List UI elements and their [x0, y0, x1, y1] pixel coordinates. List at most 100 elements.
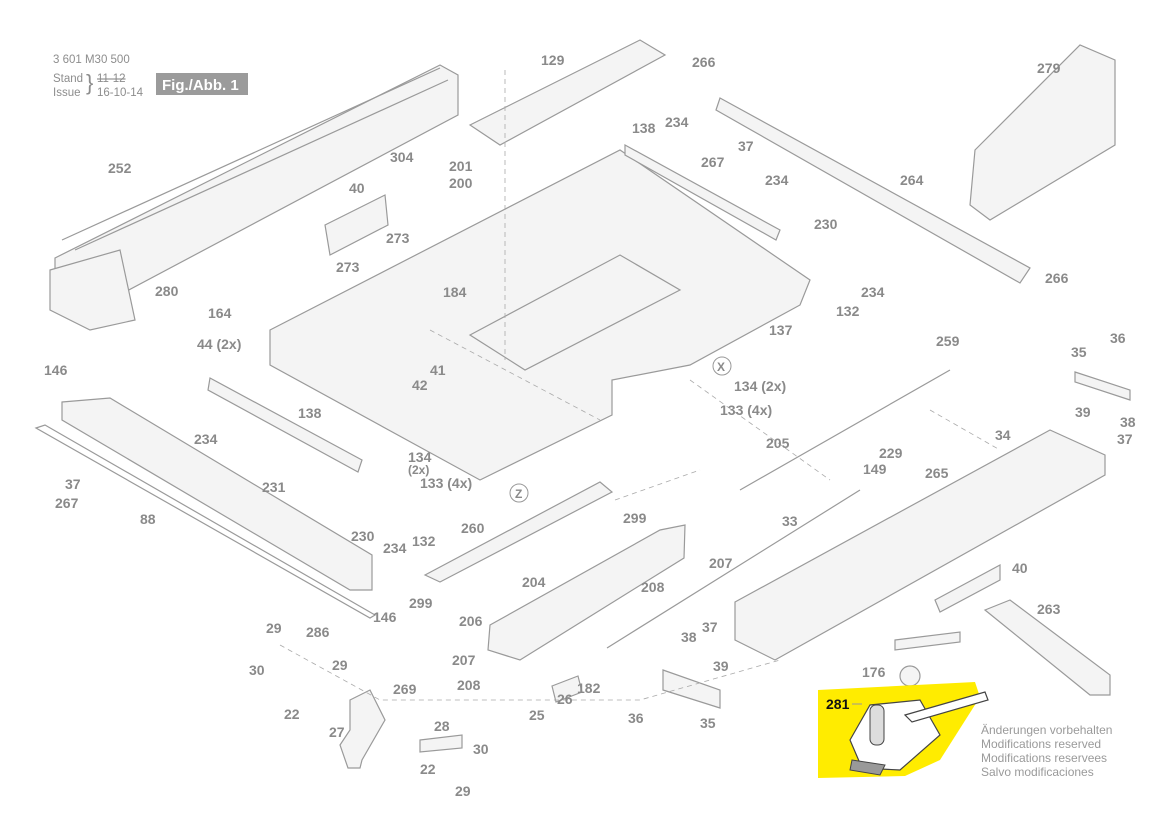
callout: 201 [449, 158, 473, 174]
callout: 286 [306, 624, 330, 640]
note-es: Salvo modificaciones [981, 765, 1094, 779]
callout-labels: 129 266 279 252 138 234 37 267 304 201 2… [44, 52, 1136, 799]
callout: 263 [1037, 601, 1061, 617]
callout: 40 [349, 180, 365, 196]
callout: 29 [266, 620, 282, 636]
part-26 [551, 675, 583, 703]
callout: 133 (4x) [720, 402, 772, 418]
callout: 39 [1075, 404, 1091, 420]
callout: 266 [1045, 270, 1069, 286]
callout: 182 [577, 680, 601, 696]
callout: 234 [383, 540, 407, 556]
callout: 206 [459, 613, 483, 629]
miter-gauge-281 [849, 691, 989, 776]
callout: 252 [108, 160, 132, 176]
part-28 [419, 734, 463, 753]
callout: 208 [641, 579, 665, 595]
callout: 44 (2x) [197, 336, 241, 352]
callout: 146 [373, 609, 397, 625]
callout: 149 [863, 461, 887, 477]
callout: 208 [457, 677, 481, 693]
callout: 134 [408, 449, 432, 465]
callout: 22 [420, 761, 436, 777]
callout: 259 [936, 333, 960, 349]
guard-279 [969, 44, 1116, 221]
callout: 36 [1110, 330, 1126, 346]
callout: 28 [434, 718, 450, 734]
part-27 [339, 689, 386, 769]
callout: 269 [393, 681, 417, 697]
callout: 137 [769, 322, 793, 338]
part-204 [487, 524, 686, 661]
callout: 229 [879, 445, 903, 461]
table-137 [269, 149, 811, 481]
extension-34 [734, 429, 1106, 661]
callout: 35 [1071, 344, 1087, 360]
callout: 267 [701, 154, 725, 170]
insert-129 [468, 39, 667, 146]
callout: 132 [412, 533, 436, 549]
rods [606, 369, 951, 649]
callout: 207 [709, 555, 733, 571]
figure-badge [156, 73, 248, 95]
callout: 37 [738, 138, 754, 154]
callout: 234 [194, 431, 218, 447]
callout: 88 [140, 511, 156, 527]
callout: 230 [351, 528, 375, 544]
callout: 38 [681, 629, 697, 645]
callout: 29 [455, 783, 471, 799]
issue-label: Issue [53, 87, 81, 99]
marker-x: X [717, 360, 725, 374]
callout: 33 [782, 513, 798, 529]
callout: 304 [390, 149, 414, 165]
callout: 207 [452, 652, 476, 668]
callout: 38 [1120, 414, 1136, 430]
callout: 299 [623, 510, 647, 526]
callout: 129 [541, 52, 565, 68]
callout: 42 [412, 377, 428, 393]
part-number: 3 601 M30 500 [53, 54, 130, 66]
callout: 138 [298, 405, 322, 421]
callout: 138 [632, 120, 656, 136]
callout: 37 [1117, 431, 1133, 447]
part-40-right [934, 563, 1001, 613]
marker-x-circle [712, 356, 732, 376]
callout: 273 [336, 259, 360, 275]
stand-label: Stand [53, 73, 83, 85]
callout: 22 [284, 706, 300, 722]
callout: 37 [65, 476, 81, 492]
callout: 299 [409, 595, 433, 611]
callout: 40 [1012, 560, 1028, 576]
callout: 267 [55, 495, 79, 511]
part-176-bracket [894, 631, 961, 651]
callout: 133 (4x) [420, 475, 472, 491]
callout: 260 [461, 520, 485, 536]
brace: } [86, 70, 93, 95]
callout: 36 [628, 710, 644, 726]
callout: 34 [995, 427, 1011, 443]
figure-label: Fig./Abb. 1 [162, 77, 239, 94]
rail-138 [624, 143, 781, 241]
strip-88 [34, 424, 377, 619]
note-fr: Modifications reservees [981, 751, 1107, 765]
callout: 205 [766, 435, 790, 451]
marker-z-circle [509, 483, 529, 503]
callout: 146 [44, 362, 68, 378]
callout: 264 [900, 172, 924, 188]
callout: 37 [702, 619, 718, 635]
callout: 204 [522, 574, 546, 590]
rail-264 [715, 97, 1031, 284]
callout: 279 [1037, 60, 1061, 76]
rail-end-cap [49, 249, 136, 331]
part-260 [423, 481, 614, 583]
callout: 132 [836, 303, 860, 319]
issue-value: 16-10-14 [97, 87, 144, 99]
callout: 230 [814, 216, 838, 232]
note-de: Änderungen vorbehalten [981, 723, 1112, 737]
callout: 176 [862, 664, 886, 680]
callout: 25 [529, 707, 545, 723]
part-35-right [1074, 371, 1131, 401]
callout: 26 [557, 691, 573, 707]
callout: 280 [155, 283, 179, 299]
